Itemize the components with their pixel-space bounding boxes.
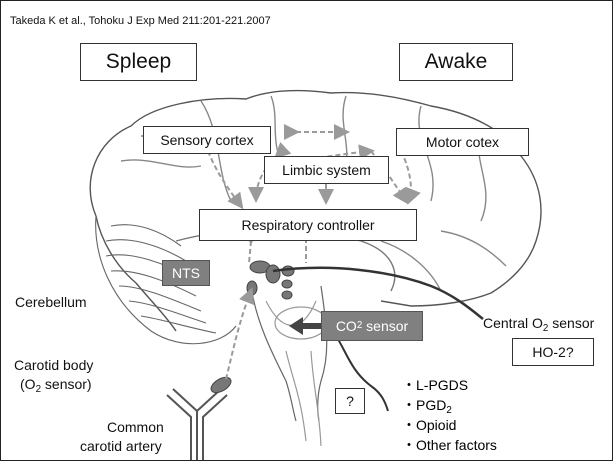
factor-list: ・L-PGDS ・PGD2 ・Opioid ・Other factors	[402, 375, 497, 455]
central-o2-sensor-label: Central O2 sensor	[483, 315, 594, 331]
factor-item: ・PGD2	[402, 395, 497, 415]
common-carotid-label: Common	[107, 419, 164, 435]
carotid-body-o2-label: (O2 sensor)	[20, 376, 92, 392]
state-sleep-label: Spleep	[80, 43, 197, 81]
factor-item: ・Opioid	[402, 415, 497, 435]
medullary-nuclei	[247, 261, 294, 299]
cerebellum-label: Cerebellum	[15, 294, 87, 310]
carotid-body-label: Carotid body	[14, 357, 93, 373]
factor-item: ・Other factors	[402, 435, 497, 455]
carotid-body-icon	[208, 374, 233, 395]
state-awake-label: Awake	[399, 43, 513, 81]
carotid-artery-label: carotid artery	[80, 438, 162, 454]
citation: Takeda K et al., Tohoku J Exp Med 211:20…	[10, 15, 271, 27]
limbic-system-box: Limbic system	[264, 156, 389, 184]
ho2-box: HO-2?	[512, 338, 594, 366]
nts-box: NTS	[162, 260, 210, 286]
sensory-cortex-box: Sensory cortex	[143, 126, 271, 154]
unknown-factor-box: ?	[335, 388, 365, 414]
brainstem	[251, 286, 327, 446]
carotid-artery	[167, 389, 227, 460]
respiratory-controller-box: Respiratory controller	[199, 209, 417, 241]
motor-cortex-box: Motor cotex	[396, 128, 529, 156]
factor-item: ・L-PGDS	[402, 375, 497, 395]
